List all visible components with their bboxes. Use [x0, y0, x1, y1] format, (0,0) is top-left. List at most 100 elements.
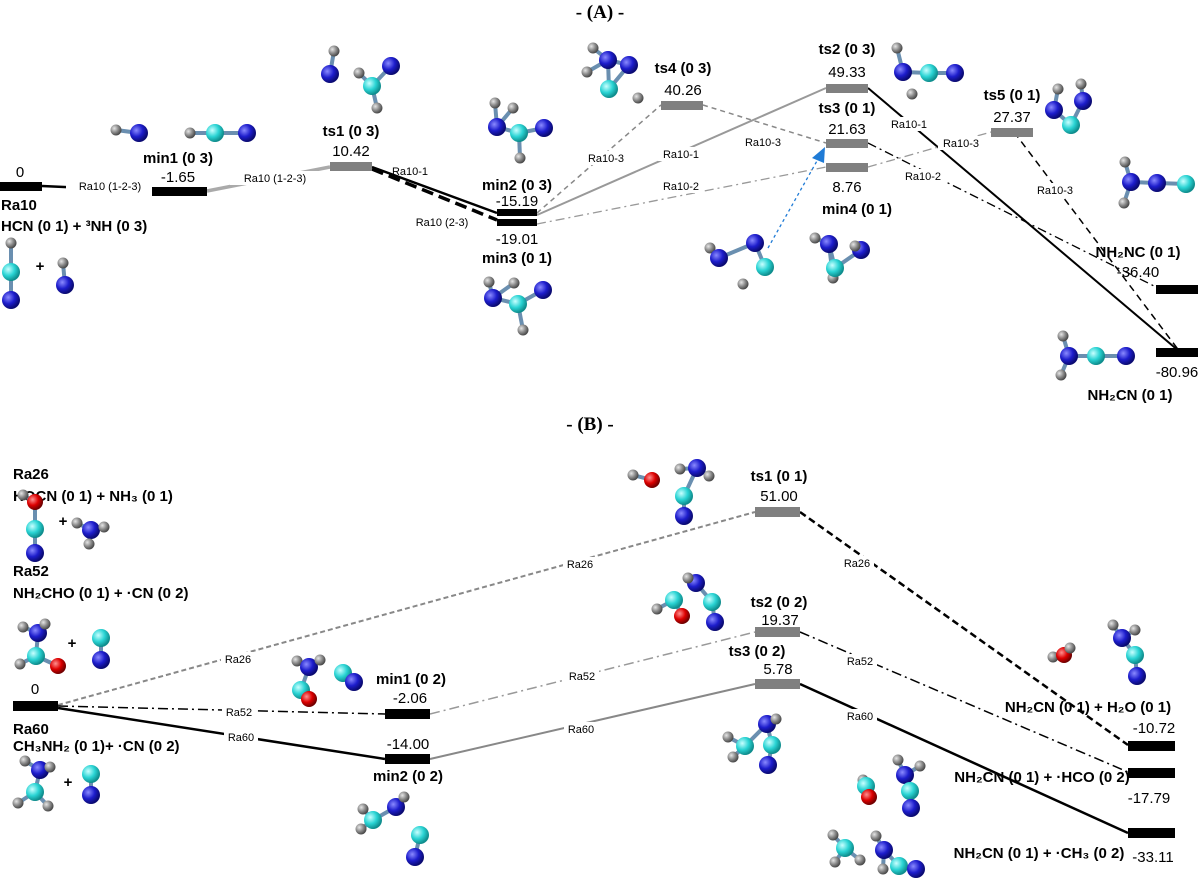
- molecule-b-ts1-icon: [627, 459, 715, 525]
- molecule-cn-icon: [92, 629, 110, 669]
- energy-min2: -15.19: [496, 193, 539, 210]
- path-label-52a: Ra52: [226, 707, 252, 719]
- atom: [1057, 330, 1069, 342]
- ra52-name: Ra52: [13, 563, 49, 580]
- atom: [483, 276, 495, 288]
- path-label-60a: Ra60: [228, 732, 254, 744]
- label-b-ts1: ts1 (0 1): [751, 468, 808, 485]
- path-label-60c: Ra60: [847, 711, 873, 723]
- atom: [26, 544, 44, 562]
- atom: [688, 459, 706, 477]
- atom: [675, 487, 693, 505]
- path-ts1-p1: [799, 510, 1129, 747]
- label-b-p1: NH₂CN (0 1) + H₂O (0 1): [1005, 699, 1171, 716]
- molecule-h2o-icon: [1047, 642, 1076, 663]
- atom: [644, 472, 660, 488]
- label-b-min1: min1 (0 2): [376, 671, 446, 688]
- path-label-60b: Ra60: [568, 724, 594, 736]
- atom: [706, 613, 724, 631]
- atom: [703, 593, 721, 611]
- ra60-name: Ra60: [13, 721, 49, 738]
- atom: [509, 295, 527, 313]
- molecule-b-min2-icon: [355, 791, 429, 866]
- atom: [890, 857, 908, 875]
- plus-icon-b3: +: [64, 774, 73, 791]
- molecule-hcn-icon: [2, 237, 20, 309]
- atom: [854, 854, 866, 866]
- atom: [1075, 78, 1087, 90]
- label-b-min2: min2 (0 2): [373, 768, 443, 785]
- ra10-name: Ra10: [1, 197, 37, 214]
- path-min3-min4: [536, 166, 827, 225]
- atom: [321, 65, 339, 83]
- atom: [1064, 642, 1076, 654]
- atom: [1062, 116, 1080, 134]
- molecule-ch3-icon: [827, 829, 866, 868]
- energy-ts1: 10.42: [332, 143, 370, 160]
- energy-b-min2: -14.00: [387, 736, 430, 753]
- molecule-sketches: ++++: [2, 42, 1195, 878]
- path-label-26c: Ra26: [844, 558, 870, 570]
- atom: [820, 235, 838, 253]
- atom: [488, 118, 506, 136]
- atom: [17, 621, 29, 633]
- path-label-ts2-out: Ra10-1: [891, 119, 927, 131]
- molecule-nh3-icon: [71, 517, 110, 550]
- atom: [675, 507, 693, 525]
- atom: [411, 826, 429, 844]
- atom: [535, 119, 553, 137]
- path-label-r-min1: Ra10 (1-2-3): [79, 181, 141, 193]
- atom: [1047, 651, 1059, 663]
- molecule-b-min1-icon: [291, 654, 363, 707]
- atom: [300, 658, 318, 676]
- atom: [345, 673, 363, 691]
- blue-arrow-head-icon: [812, 147, 825, 163]
- atom: [26, 783, 44, 801]
- atom: [12, 797, 24, 809]
- atom: [710, 249, 728, 267]
- panel-a-title: - (A) -: [576, 2, 625, 23]
- atom: [836, 839, 854, 857]
- atom: [1045, 101, 1063, 119]
- label-min3: min3 (0 1): [482, 250, 552, 267]
- level-min4: [826, 163, 868, 172]
- molecule-nh-icon: [110, 124, 148, 142]
- atom: [877, 863, 889, 875]
- ra52-formula: NH₂CHO (0 1) + ·CN (0 2): [13, 585, 188, 602]
- atom: [704, 242, 716, 254]
- molecule-min1-icon: [184, 124, 256, 142]
- energy-b-min1: -2.06: [393, 690, 427, 707]
- label-ts1: ts1 (0 3): [323, 123, 380, 140]
- atom: [727, 751, 739, 763]
- atom: [826, 259, 844, 277]
- atom: [861, 789, 877, 805]
- molecule-nh2cn-icon: [1055, 330, 1135, 381]
- plus-icon-b1: +: [59, 513, 68, 530]
- energy-b-p3: -33.11: [1132, 849, 1173, 866]
- energy-ts4: 40.26: [664, 82, 702, 99]
- label-b-p2: NH₂CN (0 1) + ·HCO (0 2): [954, 769, 1129, 786]
- atom: [906, 88, 918, 100]
- energy-nh2nc: -36.40: [1117, 264, 1160, 281]
- atom: [357, 803, 369, 815]
- path-label-ts5-out: Ra10-3: [1037, 185, 1073, 197]
- path-label-to-ts4: Ra10-3: [588, 153, 624, 165]
- atom: [896, 766, 914, 784]
- atom: [1177, 175, 1195, 193]
- atom: [587, 42, 599, 54]
- atom: [206, 124, 224, 142]
- atom: [5, 237, 17, 249]
- energy-b-reactant: 0: [31, 681, 39, 698]
- energy-nh2cn: -80.96: [1156, 364, 1199, 381]
- atom: [534, 281, 552, 299]
- path-min2-ts3: [429, 683, 756, 760]
- level-b-p1: [1128, 741, 1175, 751]
- atom: [508, 277, 520, 289]
- level-min1: [152, 187, 207, 196]
- atom: [665, 591, 683, 609]
- atom: [238, 124, 256, 142]
- molecule-ts2-icon: [891, 42, 964, 100]
- level-b-ts1: [755, 507, 800, 517]
- atom: [746, 234, 764, 252]
- blue-arrow-shaft: [767, 151, 823, 249]
